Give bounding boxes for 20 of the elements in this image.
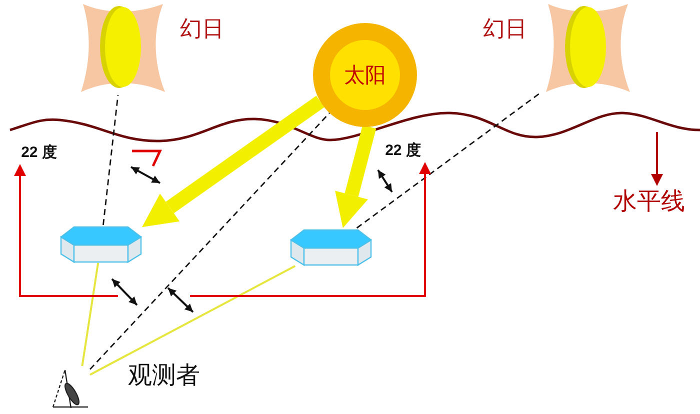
sun-label: 太阳: [344, 63, 386, 89]
sight-line: [356, 92, 540, 229]
arrow: [190, 162, 431, 297]
sun-circle: [313, 23, 417, 127]
angle-label: 22 度: [378, 140, 428, 162]
ice-crystal-drawing: [60, 225, 142, 263]
arrow: [14, 164, 118, 297]
sight-line: [102, 94, 119, 226]
sundog-label: 幻日: [483, 16, 527, 42]
arrow: [651, 132, 663, 186]
light-ray-arrow: [142, 96, 324, 228]
horizon-label: 水平线: [603, 186, 695, 218]
light-ray-line: [90, 265, 296, 376]
observer-label: 观测者: [128, 362, 200, 391]
sight-line: [89, 112, 330, 370]
light-ray-line: [81, 262, 100, 366]
light-ray-arrow: [335, 125, 376, 228]
ice-crystal-drawing: [290, 228, 372, 266]
sundog-label: 幻日: [180, 16, 224, 42]
angle-label: 22 度: [14, 142, 64, 164]
